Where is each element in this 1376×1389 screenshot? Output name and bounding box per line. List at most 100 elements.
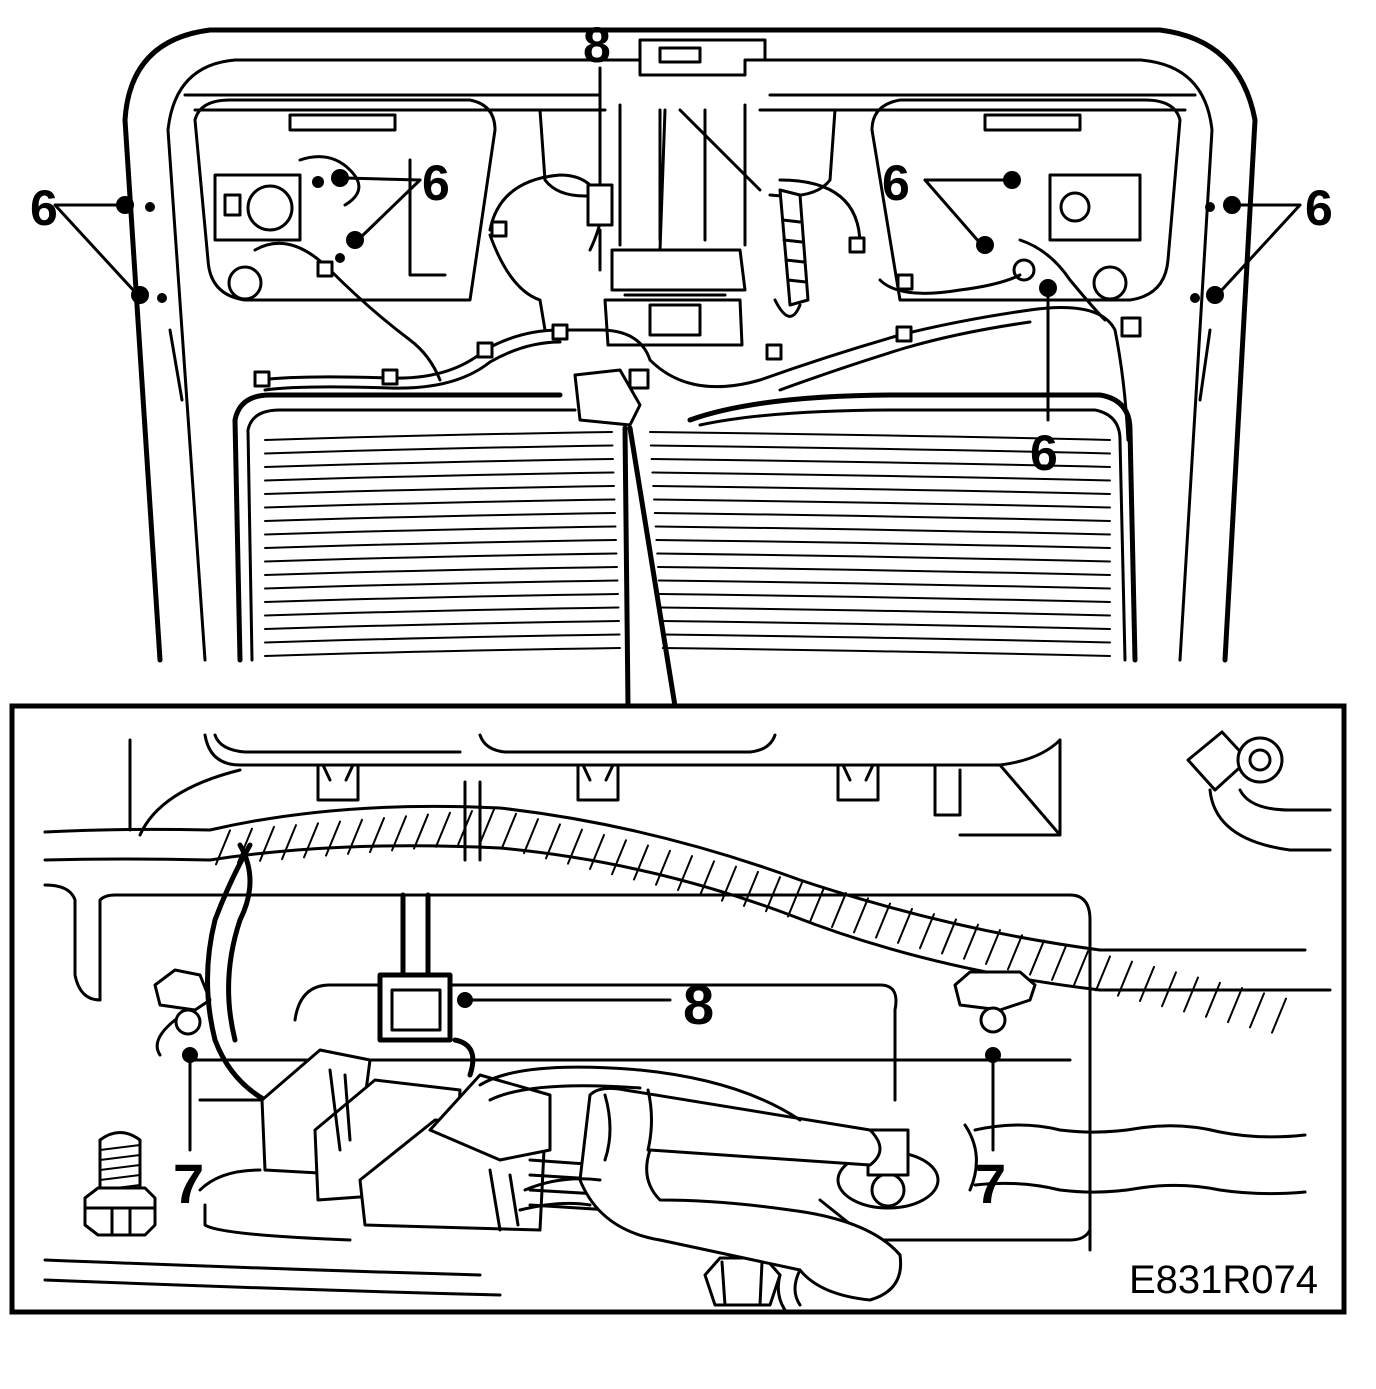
- left-lamp-inner: [213, 158, 447, 277]
- harness-clip: [476, 341, 494, 359]
- nut-point: [182, 1047, 198, 1063]
- harness-hatch-stroke: [853, 897, 869, 934]
- harness-hatch-stroke: [1139, 965, 1155, 1002]
- heater-line: [264, 620, 620, 630]
- heater-line: [650, 458, 1111, 468]
- rail-clip: [316, 763, 360, 802]
- heater-line: [657, 566, 1111, 576]
- left-lamp-tab: [223, 193, 242, 217]
- harness-hatch-stroke: [919, 913, 935, 950]
- top-connector-8: [586, 183, 614, 227]
- harness-hatch-stroke: [1073, 950, 1089, 987]
- detail-connector: [377, 892, 476, 1078]
- bolt-shank: [98, 1131, 142, 1194]
- harness-hatch-stroke: [1117, 960, 1133, 997]
- figure-code: E831R074: [1129, 1258, 1318, 1302]
- callout-8-detail: 8: [683, 973, 714, 1036]
- nut-point: [985, 1047, 1001, 1063]
- harness-clip: [490, 220, 508, 238]
- rear-window-edge: [246, 408, 1127, 662]
- connector-point: [457, 992, 473, 1008]
- right-lamp-branch: [778, 178, 1107, 322]
- hinge-bolt-head: [1236, 736, 1284, 784]
- harness-clip: [895, 325, 913, 343]
- heater-line: [264, 431, 613, 441]
- screw-point: [346, 231, 364, 249]
- harness-hatch-stroke: [1271, 997, 1287, 1034]
- hinge-bolt-hole: [1248, 748, 1272, 772]
- callout-8-top: 8: [583, 17, 611, 73]
- nut-bottom: [703, 1256, 782, 1307]
- screw-point: [335, 253, 345, 263]
- screw-point: [1190, 293, 1200, 303]
- left-lamp-housing: [193, 98, 497, 302]
- connector-wires: [400, 892, 431, 978]
- heater-line: [654, 525, 1111, 536]
- nut-facets: [720, 1260, 764, 1307]
- nut-body: [953, 970, 1037, 1012]
- harness-hatch-stroke: [875, 902, 891, 939]
- heater-line: [652, 485, 1111, 495]
- harness-hatch-stroke: [633, 844, 649, 881]
- harness-hatch-stroke: [1205, 981, 1221, 1018]
- left-lamp-clip: [227, 265, 263, 301]
- heater-line: [264, 512, 616, 522]
- plug-latch: [428, 1073, 552, 1162]
- heater-line: [264, 647, 621, 657]
- plug-wires: [528, 1158, 617, 1212]
- plug-tail: [518, 1177, 602, 1212]
- harness-clip: [381, 368, 399, 386]
- screw-point: [116, 196, 134, 214]
- harness-hatch-stroke: [259, 825, 275, 862]
- loose-bolt: [83, 1131, 157, 1237]
- tailgate-outer-edge: [122, 27, 1258, 663]
- main-plug: [260, 1048, 617, 1232]
- screw-point: [331, 169, 349, 187]
- heater-grid: [264, 431, 1111, 657]
- screw-point: [1205, 202, 1215, 212]
- leader-6-right-inner: [923, 178, 1007, 245]
- screw-point: [976, 236, 994, 254]
- harness-hatch-stroke: [985, 929, 1001, 965]
- damper-rod: [778, 188, 810, 307]
- harness-hatch-stroke: [215, 829, 231, 866]
- harness-hatch-stroke: [1183, 976, 1199, 1013]
- harness-clips: [253, 220, 1142, 390]
- center-connector-small: [573, 368, 642, 427]
- hinge-arm: [1208, 788, 1332, 852]
- detail-clips: [316, 763, 880, 802]
- harness-hatch-stroke: [941, 918, 957, 955]
- screw-point: [312, 176, 324, 188]
- left-lamp-socket: [246, 184, 294, 232]
- harness-hatch-stroke: [589, 833, 605, 870]
- harness-hatch-stroke: [809, 886, 825, 923]
- nut-stud: [174, 1008, 202, 1036]
- detail-left-arm: [138, 768, 242, 837]
- heater-line: [658, 593, 1111, 603]
- heater-line: [264, 471, 615, 482]
- harness-hatch-stroke: [897, 907, 913, 944]
- callout-6-left-inner: 6: [422, 155, 450, 211]
- harness-clip: [1120, 316, 1142, 338]
- left-lamp-branch: [253, 155, 442, 382]
- harness-hatch-stroke: [457, 810, 473, 847]
- connector-latch: [452, 1037, 476, 1078]
- latch-detail: [623, 293, 727, 337]
- harness-hatch-stroke: [655, 849, 671, 886]
- bolt-head-facets: [83, 1206, 157, 1237]
- detail-harness-bottom: [43, 844, 1332, 992]
- right-lamp-socket: [1059, 191, 1091, 223]
- harness-clip: [628, 368, 650, 390]
- lower-bundle-detail: [603, 1088, 653, 1162]
- heater-line: [264, 498, 616, 509]
- detail-bracket-right: [933, 738, 1062, 837]
- nut-body: [703, 1256, 782, 1307]
- heater-line: [649, 444, 1111, 455]
- heater-line: [264, 593, 619, 603]
- detail-lower-edge: [43, 1203, 502, 1297]
- latch-housing: [610, 248, 747, 292]
- connector-face: [390, 988, 442, 1032]
- nut-stud: [979, 1006, 1007, 1034]
- detail-harness-top: [43, 804, 1307, 952]
